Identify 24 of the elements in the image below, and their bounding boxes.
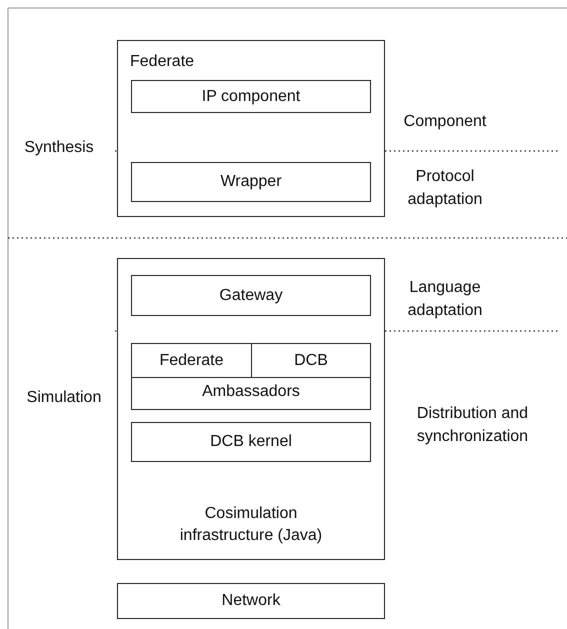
layer-label: Language adaptation xyxy=(406,278,484,321)
component-box xyxy=(131,422,371,462)
node-label: Wrapper xyxy=(219,172,283,192)
layer-label: Protocol adaptation xyxy=(406,167,484,210)
component-box xyxy=(131,80,371,113)
node-label: Network xyxy=(220,591,282,611)
layer-label: Simulation xyxy=(26,388,102,408)
node-label: IP component xyxy=(200,86,302,106)
layer-label: Component xyxy=(402,112,488,132)
node-label: Ambassadors xyxy=(201,382,301,402)
node-label: Cosimulation infrastructure (Java) xyxy=(178,504,324,546)
component-box xyxy=(131,275,371,316)
component-box xyxy=(117,583,385,619)
node-label: Gateway xyxy=(218,286,284,306)
node-label: Federate xyxy=(130,52,194,72)
layer-box xyxy=(131,343,371,410)
component-box xyxy=(131,162,371,202)
layer-box xyxy=(117,40,385,217)
node-label: DCB kernel xyxy=(209,432,293,452)
layer-label: Synthesis xyxy=(23,138,95,158)
node-label: DCB xyxy=(293,350,329,370)
layer-box xyxy=(117,258,385,560)
layer-label: Distribution and synchronization xyxy=(416,404,530,447)
node-label: Federate xyxy=(158,350,225,370)
